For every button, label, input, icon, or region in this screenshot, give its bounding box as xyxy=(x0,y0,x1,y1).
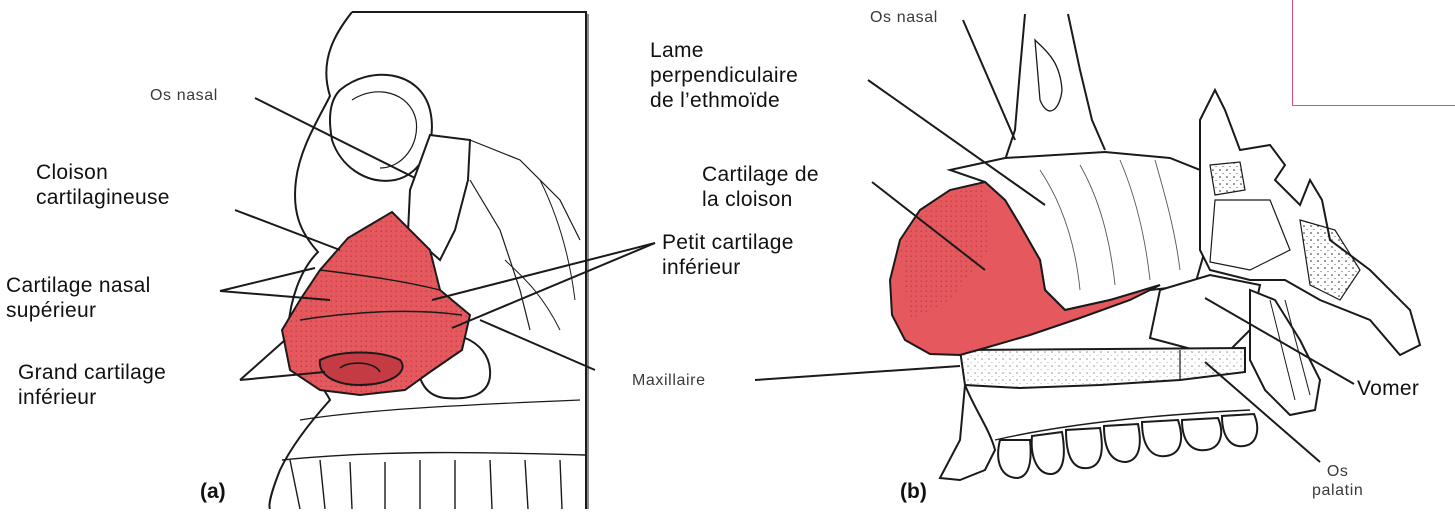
label-petit-cartilage-inferieur: Petit cartilage inférieur xyxy=(662,230,794,280)
label-cloison-line1: Cloison xyxy=(36,160,170,185)
label-lame-line1: Lame xyxy=(650,38,798,63)
label-gci-line2: inférieur xyxy=(18,385,166,410)
label-cartilage-nasal-superieur: Cartilage nasal supérieur xyxy=(6,273,151,323)
label-lame-line2: perpendiculaire xyxy=(650,63,798,88)
label-ccl-line1: Cartilage de xyxy=(702,162,819,187)
frame-box xyxy=(1292,0,1455,106)
label-lame-perpendiculaire: Lame perpendiculaire de l’ethmoïde xyxy=(650,38,798,113)
panel-b-label: (b) xyxy=(900,480,927,504)
label-os-nasal-b: Os nasal xyxy=(870,8,938,27)
label-cloison-cartilagineuse: Cloison cartilagineuse xyxy=(36,160,170,210)
label-grand-cartilage-inferieur: Grand cartilage inférieur xyxy=(18,360,166,410)
label-gci-line1: Grand cartilage xyxy=(18,360,166,385)
label-os-palatin: Os palatin xyxy=(1312,462,1363,500)
label-ccl-line2: la cloison xyxy=(702,187,819,212)
label-lame-line3: de l’ethmoïde xyxy=(650,88,798,113)
label-pci-line2: inférieur xyxy=(662,255,794,280)
label-os-nasal-a: Os nasal xyxy=(150,86,218,105)
label-cns-line1: Cartilage nasal xyxy=(6,273,151,298)
label-cloison-line2: cartilagineuse xyxy=(36,185,170,210)
label-cartilage-de-la-cloison: Cartilage de la cloison xyxy=(702,162,819,212)
label-pci-line1: Petit cartilage xyxy=(662,230,794,255)
label-maxillaire: Maxillaire xyxy=(632,371,706,390)
label-op-line2: palatin xyxy=(1312,481,1363,500)
label-op-line1: Os xyxy=(1312,462,1363,481)
label-cns-line2: supérieur xyxy=(6,298,151,323)
panel-a-label: (a) xyxy=(200,480,226,504)
label-vomer: Vomer xyxy=(1357,376,1419,401)
